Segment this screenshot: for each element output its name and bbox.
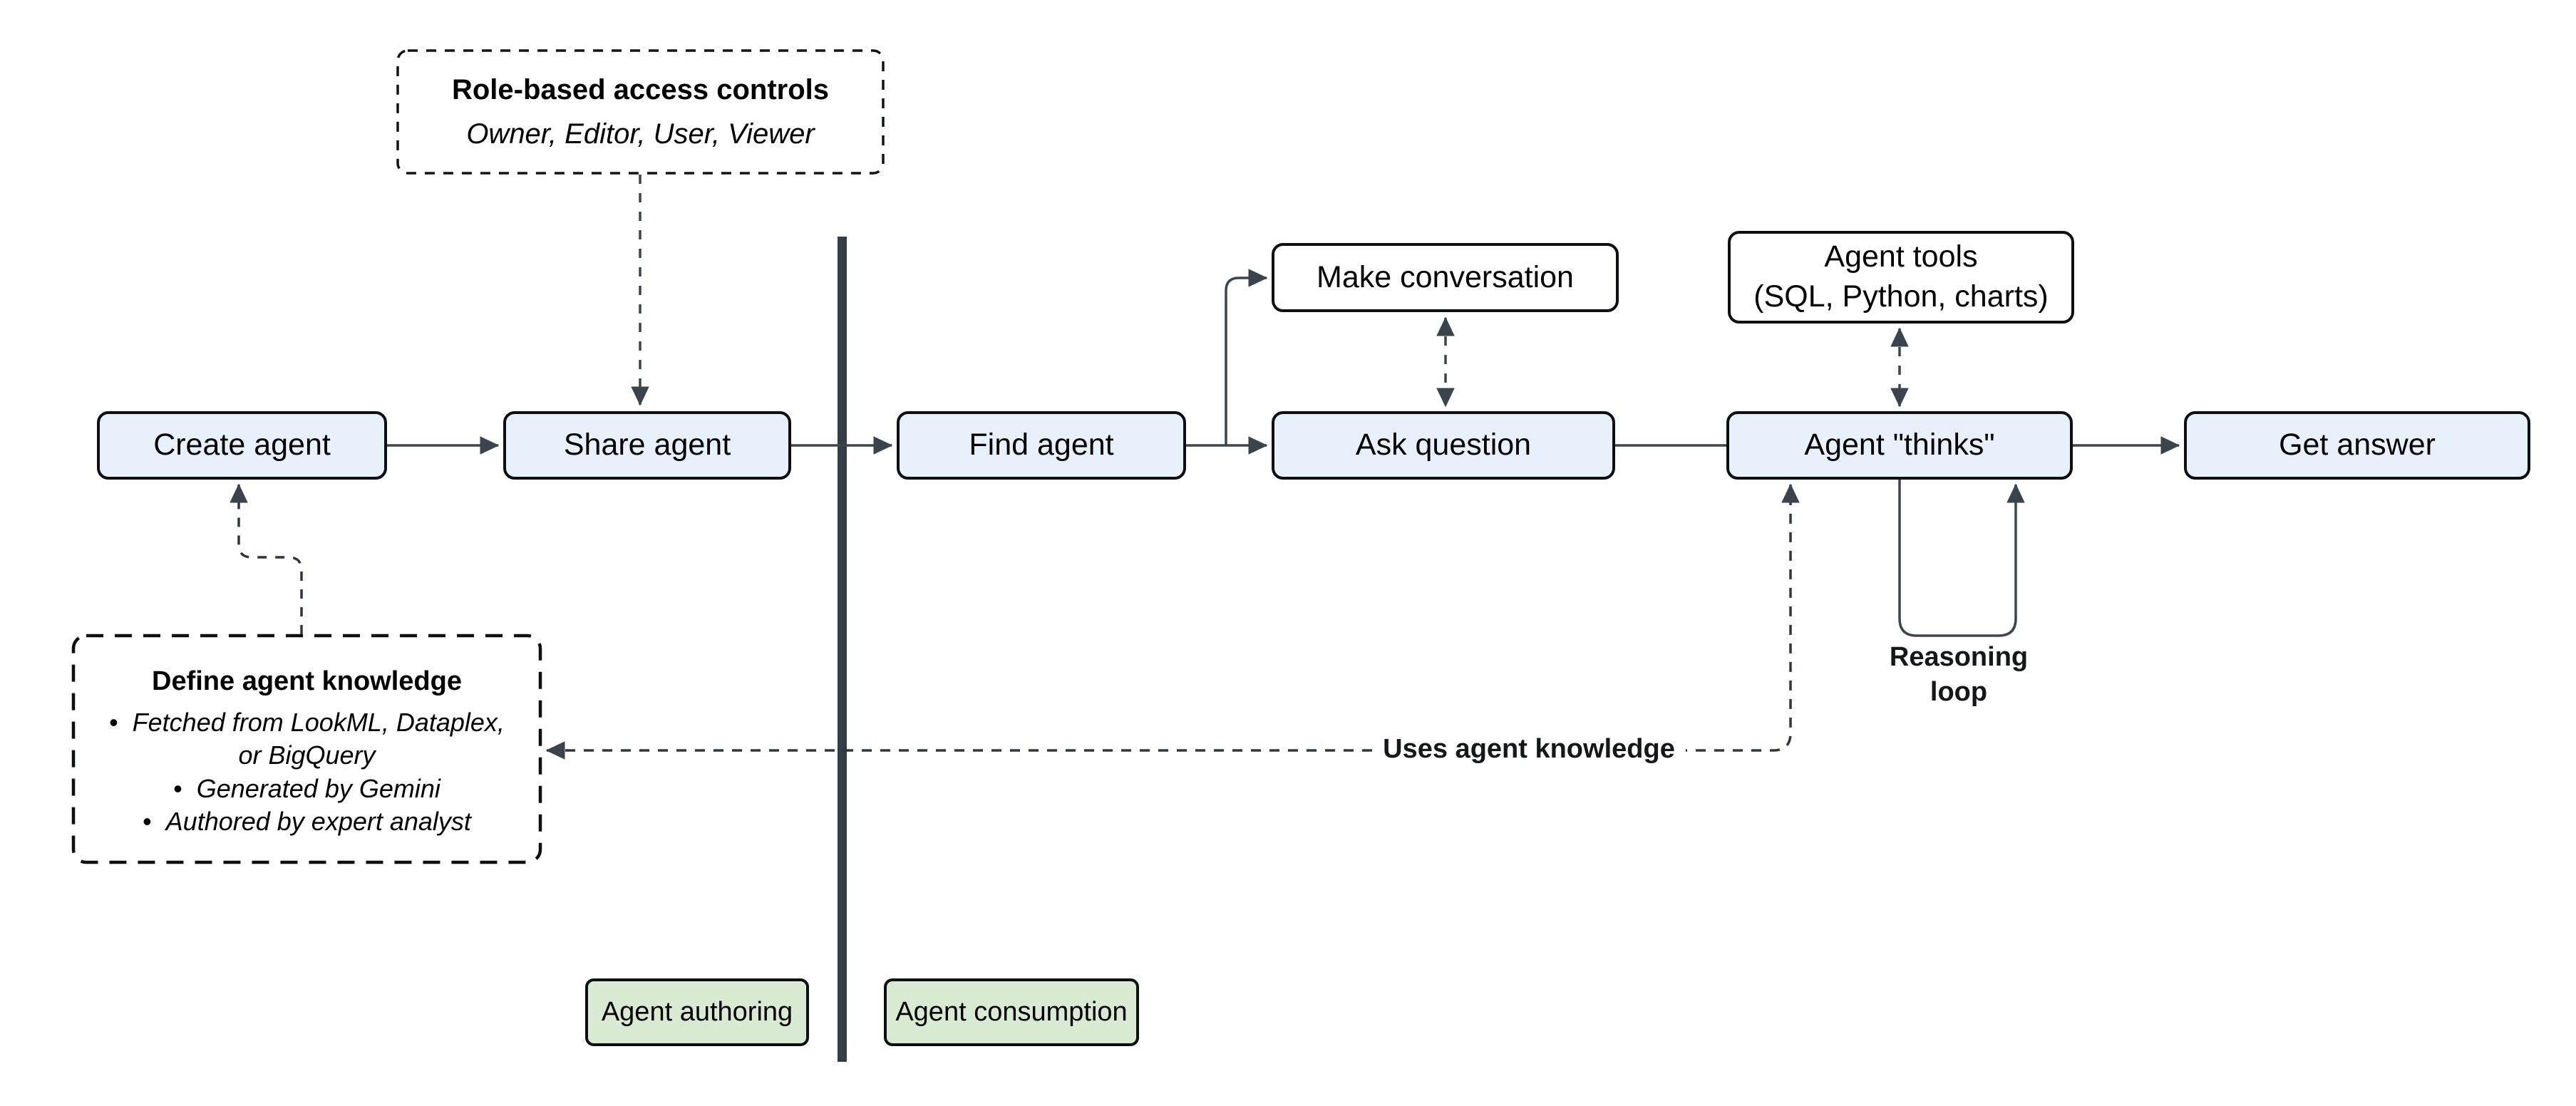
connector-thinks-knowledge — [545, 483, 1800, 760]
zone-agent-consumption-label: Agent consumption — [895, 996, 1128, 1027]
reasoning-loop-label: Reasoning loop — [1889, 642, 2029, 708]
knowledge-bullet: Fetched from LookML, Dataplex, or BigQue… — [105, 706, 509, 772]
knowledge-bullet: Authored by expert analyst — [105, 805, 509, 838]
zone-agent-authoring: Agent authoring — [585, 978, 809, 1046]
zone-agent-consumption: Agent consumption — [884, 978, 1139, 1046]
node-share-agent-label: Share agent — [563, 428, 731, 462]
connector-reasoning-loop — [1898, 480, 2025, 637]
connector-find-to-make-conversation — [1225, 269, 1268, 445]
node-find-agent-label: Find agent — [969, 428, 1114, 462]
uses-agent-knowledge-label: Uses agent knowledge — [1372, 732, 1686, 768]
node-agent-tools-line1: Agent tools — [1824, 239, 1978, 274]
zone-agent-authoring-label: Agent authoring — [601, 996, 793, 1027]
rbac-annotation: Role-based access controls Owner, Editor… — [398, 51, 883, 173]
knowledge-bullet-list: Fetched from LookML, Dataplex, or BigQue… — [105, 706, 509, 837]
node-ask-question-label: Ask question — [1355, 428, 1532, 462]
zone-divider — [838, 237, 847, 1062]
knowledge-bullet: Generated by Gemini — [105, 772, 509, 805]
node-agent-tools: Agent tools (SQL, Python, charts) — [1728, 231, 2074, 324]
node-create-agent-label: Create agent — [153, 428, 331, 462]
node-agent-tools-line2: (SQL, Python, charts) — [1753, 279, 2049, 314]
node-make-conversation-label: Make conversation — [1317, 259, 1574, 294]
node-get-answer-label: Get answer — [2279, 428, 2436, 462]
rbac-roles: Owner, Editor, User, Viewer — [466, 118, 815, 150]
node-agent-thinks: Agent "thinks" — [1726, 411, 2073, 480]
rbac-title: Role-based access controls — [451, 74, 830, 105]
node-agent-thinks-label: Agent "thinks" — [1804, 428, 1995, 462]
rbac-box-border — [396, 49, 885, 175]
node-find-agent: Find agent — [897, 411, 1186, 480]
node-create-agent: Create agent — [97, 411, 387, 480]
knowledge-annotation: Define agent knowledge Fetched from Look… — [73, 636, 540, 862]
node-make-conversation: Make conversation — [1272, 243, 1619, 312]
connector-knowledge-to-create — [230, 483, 303, 634]
node-ask-question: Ask question — [1272, 411, 1615, 480]
knowledge-title: Define agent knowledge — [152, 666, 462, 696]
node-share-agent: Share agent — [503, 411, 791, 480]
node-get-answer: Get answer — [2184, 411, 2530, 480]
